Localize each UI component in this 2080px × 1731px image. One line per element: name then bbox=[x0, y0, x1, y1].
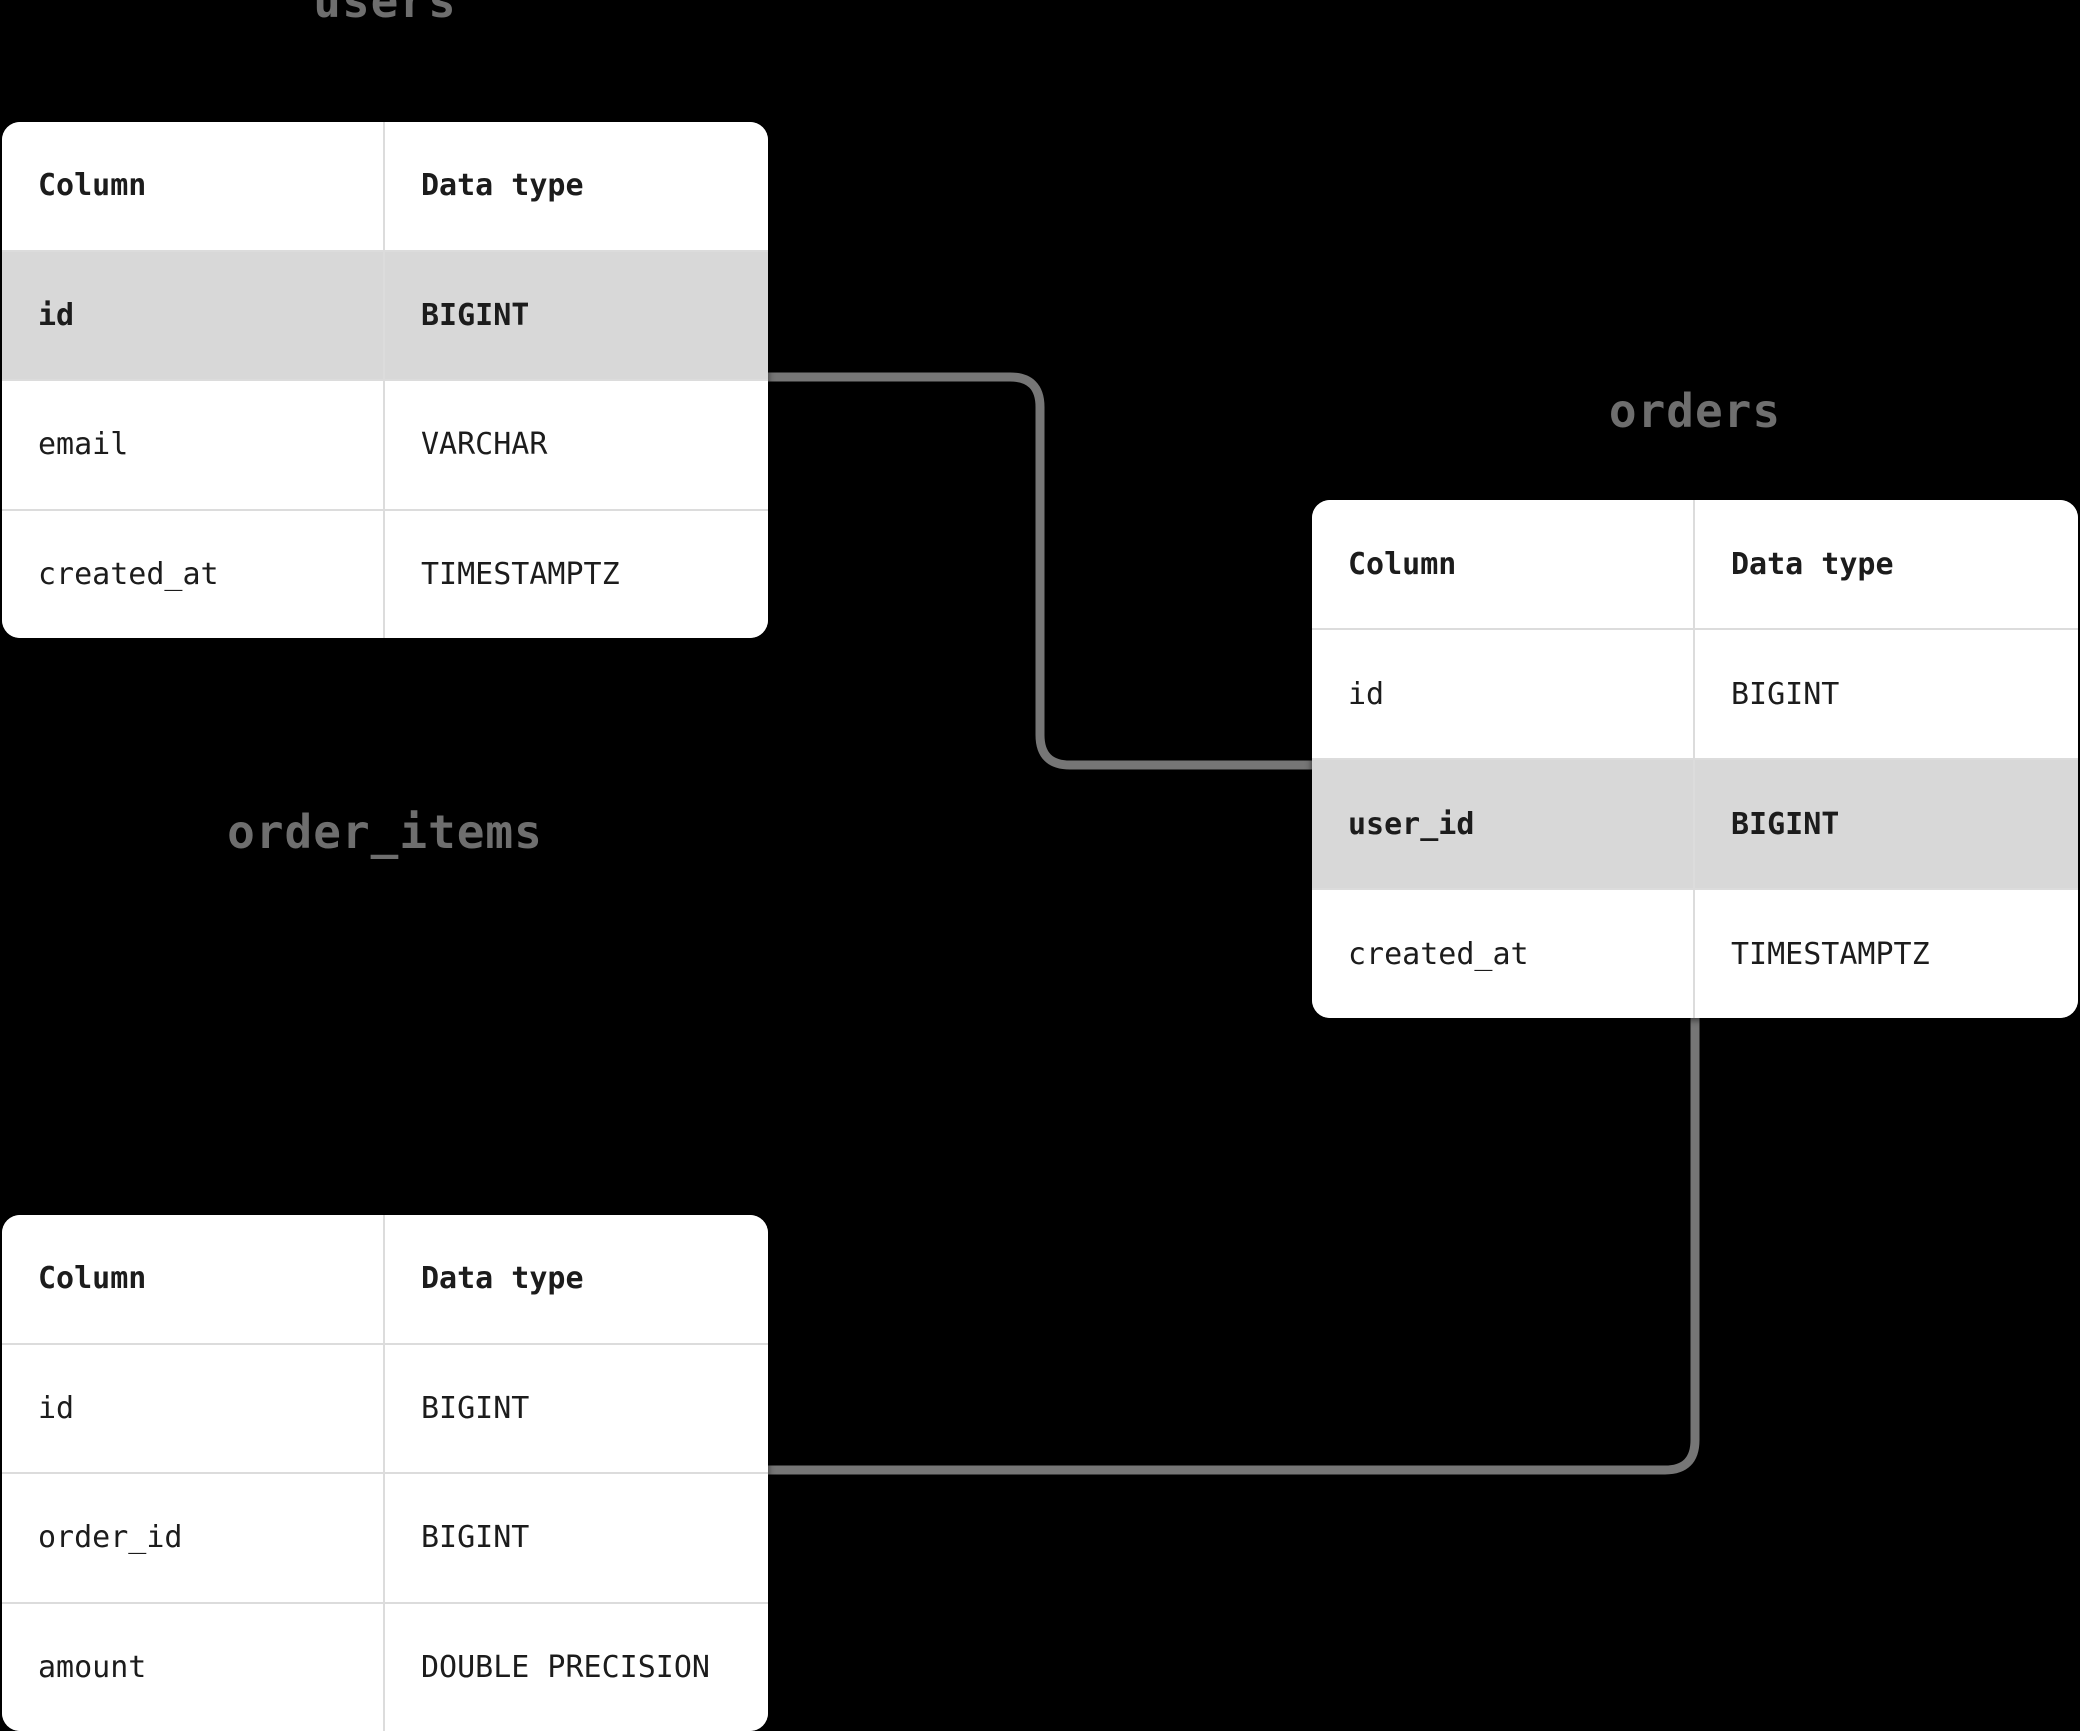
cell-column-name: id bbox=[2, 1345, 385, 1473]
cell-data-type: TIMESTAMPTZ bbox=[1695, 890, 2078, 1018]
table-row[interactable]: created_at TIMESTAMPTZ bbox=[2, 511, 768, 639]
table-title-users: users bbox=[2, 0, 768, 28]
table-card-orders[interactable]: Column Data type id BIGINT user_id BIGIN… bbox=[1312, 500, 2078, 1018]
cell-data-type: VARCHAR bbox=[385, 381, 768, 509]
table-row[interactable]: id BIGINT bbox=[1312, 630, 2078, 760]
cell-column-name: id bbox=[2, 252, 385, 380]
table-card-order-items[interactable]: Column Data type id BIGINT order_id BIGI… bbox=[2, 1215, 768, 1731]
cell-column-name: user_id bbox=[1312, 760, 1695, 888]
table-card-users[interactable]: Column Data type id BIGINT email VARCHAR… bbox=[2, 122, 768, 638]
cell-data-type: BIGINT bbox=[1695, 760, 2078, 888]
header-data-type: Data type bbox=[385, 1215, 768, 1343]
header-data-type: Data type bbox=[1695, 500, 2078, 628]
cell-column-name: id bbox=[1312, 630, 1695, 758]
header-column: Column bbox=[1312, 500, 1695, 628]
cell-data-type: BIGINT bbox=[385, 252, 768, 380]
table-row[interactable]: amount DOUBLE PRECISION bbox=[2, 1604, 768, 1731]
cell-data-type: BIGINT bbox=[385, 1345, 768, 1473]
edge-users-id-to-orders-user-id bbox=[768, 377, 1312, 765]
table-row[interactable]: id BIGINT bbox=[2, 252, 768, 382]
edge-orders-to-order-items bbox=[768, 1018, 1695, 1470]
cell-column-name: created_at bbox=[2, 511, 385, 639]
table-title-orders: orders bbox=[1312, 384, 2078, 438]
cell-data-type: BIGINT bbox=[1695, 630, 2078, 758]
cell-data-type: TIMESTAMPTZ bbox=[385, 511, 768, 639]
cell-data-type: DOUBLE PRECISION bbox=[385, 1604, 768, 1731]
cell-data-type: BIGINT bbox=[385, 1474, 768, 1602]
table-row[interactable]: created_at TIMESTAMPTZ bbox=[1312, 890, 2078, 1018]
header-column: Column bbox=[2, 1215, 385, 1343]
cell-column-name: created_at bbox=[1312, 890, 1695, 1018]
table-header-row: Column Data type bbox=[1312, 500, 2078, 630]
table-row[interactable]: order_id BIGINT bbox=[2, 1474, 768, 1604]
cell-column-name: order_id bbox=[2, 1474, 385, 1602]
table-row[interactable]: email VARCHAR bbox=[2, 381, 768, 511]
table-header-row: Column Data type bbox=[2, 1215, 768, 1345]
cell-column-name: amount bbox=[2, 1604, 385, 1731]
table-title-order-items: order_items bbox=[2, 805, 768, 859]
header-column: Column bbox=[2, 122, 385, 250]
header-data-type: Data type bbox=[385, 122, 768, 250]
table-row[interactable]: user_id BIGINT bbox=[1312, 760, 2078, 890]
table-row[interactable]: id BIGINT bbox=[2, 1345, 768, 1475]
cell-column-name: email bbox=[2, 381, 385, 509]
table-header-row: Column Data type bbox=[2, 122, 768, 252]
